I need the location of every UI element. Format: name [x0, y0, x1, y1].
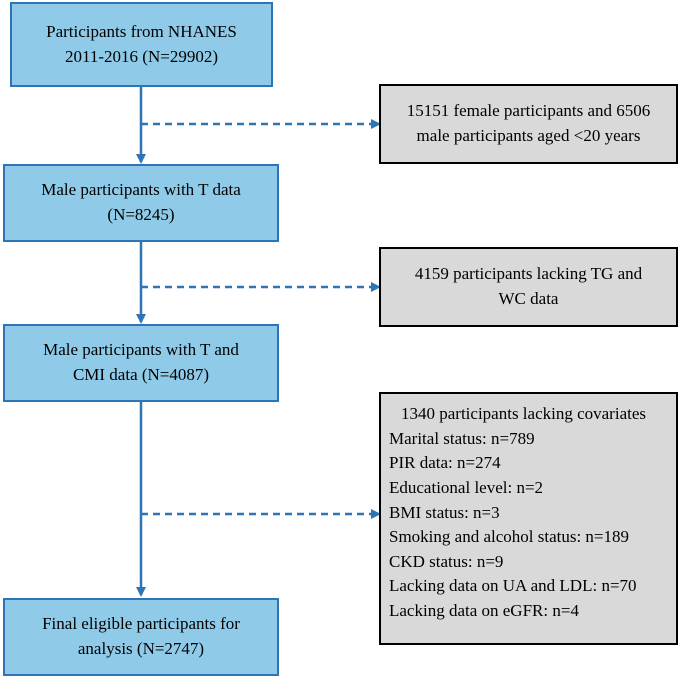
covariate-item-marital: Marital status: n=789 — [389, 428, 535, 448]
covariate-item-bmi: BMI status: n=3 — [389, 502, 500, 522]
step-box-final-eligible: Final eligible participants for analysis… — [3, 598, 279, 676]
exclusion-box-lacking-tg-wc: 4159 participants lacking TG and WC data — [379, 247, 678, 327]
exclusion-box-line: 4159 participants lacking TG and — [414, 264, 643, 284]
exclusion-box-heading: 1340 participants lacking covariates — [401, 404, 646, 423]
covariate-item-smoking-alcohol: Smoking and alcohol status: n=189 — [389, 527, 630, 547]
step-box-line: Final eligible participants for — [42, 614, 240, 634]
step-box-line: 2011-2016 (N=29902) — [65, 46, 218, 66]
covariate-item-ua-ldl: Lacking data on UA and LDL: n=70 — [389, 576, 637, 596]
step-box-nhanes-participants: Participants from NHANES 2011-2016 (N=29… — [10, 2, 273, 87]
step-box-line: Male participants with T and — [43, 340, 239, 360]
exclusion-box-under-20: 15151 female participants and 6506 male … — [379, 84, 678, 164]
exclusion-box-line: male participants aged <20 years — [416, 126, 641, 145]
covariate-item-pir: PIR data: n=274 — [389, 453, 501, 473]
covariate-item-egfr: Lacking data on eGFR: n=4 — [389, 601, 579, 621]
step-box-line: analysis (N=2747) — [77, 639, 205, 658]
step-box-male-with-t-and-cmi: Male participants with T and CMI data (N… — [3, 324, 279, 402]
covariate-item-education: Educational level: n=2 — [389, 477, 544, 497]
step-box-line: Male participants with T data — [41, 180, 241, 200]
exclusion-box-lacking-covariates: 1340 participants lacking covariates Mar… — [379, 392, 678, 645]
exclusion-box-line: WC data — [498, 289, 559, 308]
covariate-item-ckd: CKD status: n=9 — [389, 551, 504, 571]
step-box-line: (N=8245) — [107, 205, 175, 224]
step-box-male-with-t: Male participants with T data (N=8245) — [3, 164, 279, 242]
exclusion-box-line: 15151 female participants and 6506 — [406, 101, 651, 121]
step-box-line: Participants from NHANES — [46, 21, 237, 41]
step-box-line: CMI data (N=4087) — [72, 365, 210, 384]
